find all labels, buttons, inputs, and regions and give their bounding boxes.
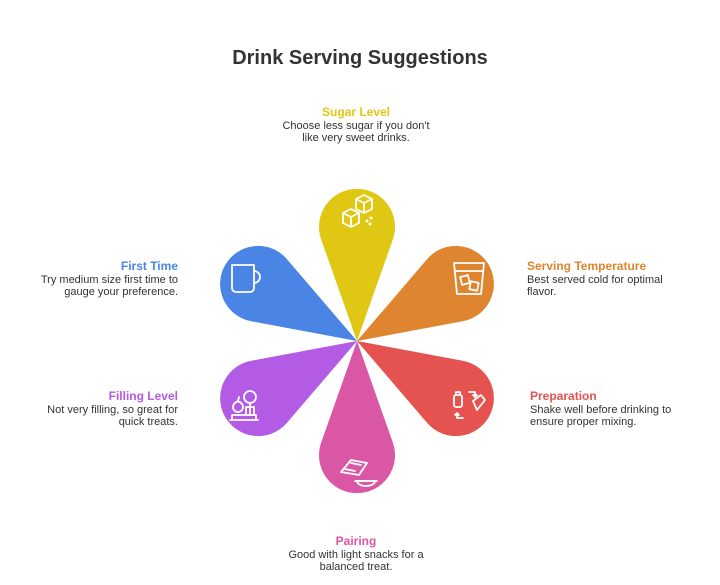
- sugar-cubes-icon: [342, 194, 373, 228]
- heading-filling-level: Filling Level: [108, 389, 178, 403]
- petal-preparation: [357, 341, 494, 437]
- label-pairing: Pairing Good with light snacks for a bal…: [256, 535, 456, 574]
- scale-apple-icon: [229, 390, 259, 421]
- heading-first-time: First Time: [120, 259, 178, 273]
- snack-bowl-icon: [340, 459, 378, 487]
- desc-first-time: Try medium size first time to gauge your…: [40, 273, 178, 299]
- label-first-time: First Time Try medium size first time to…: [10, 260, 178, 299]
- heading-serving-temperature: Serving Temperature: [527, 259, 647, 273]
- label-filling-level: Filling Level Not very filling, so great…: [10, 390, 178, 429]
- desc-preparation: Shake well before drinking to ensure pro…: [530, 403, 672, 429]
- shake-arrows-icon: [453, 391, 486, 419]
- desc-pairing: Good with light snacks for a balanced tr…: [288, 548, 424, 574]
- desc-filling-level: Not very filling, so great for quick tre…: [47, 403, 178, 429]
- heading-preparation: Preparation: [530, 389, 597, 403]
- label-preparation: Preparation Shake well before drinking t…: [530, 390, 710, 429]
- desc-sugar-level: Choose less sugar if you don't like very…: [282, 119, 430, 145]
- iced-glass-icon: [453, 262, 485, 295]
- heading-sugar-level: Sugar Level: [321, 105, 391, 119]
- page-title: Drink Serving Suggestions: [232, 47, 488, 69]
- petal-serving: [357, 245, 494, 341]
- mug-icon: [231, 264, 261, 293]
- petal-pairing: [319, 341, 395, 494]
- desc-serving-temperature: Best served cold for optimal flavor.: [527, 273, 663, 299]
- label-sugar-level: Sugar Level Choose less sugar if you don…: [256, 106, 456, 145]
- petal-sugar: [319, 188, 395, 341]
- heading-pairing: Pairing: [335, 534, 377, 548]
- label-serving-temperature: Serving Temperature Best served cold for…: [527, 260, 707, 299]
